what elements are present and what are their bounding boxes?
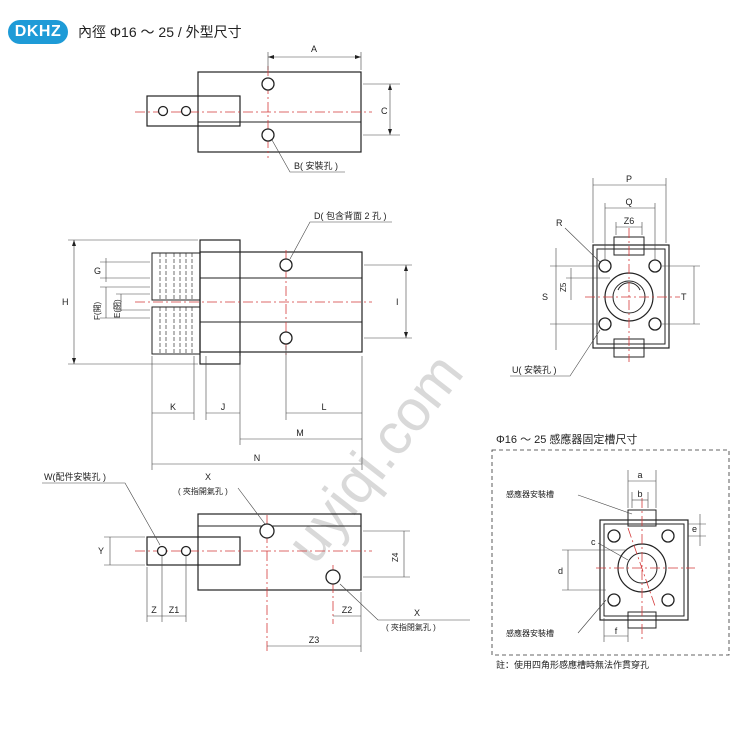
dim-q-label: Q — [625, 197, 632, 207]
callout-d: D( 包含背面 2 孔 ) — [314, 210, 387, 221]
bottom-view: W(配件安裝孔 ) X ( 夾指開氣孔 ) Y Z Z1 Z2 Z3 Z4 X … — [42, 471, 470, 652]
dim-e-label: E(閉) — [113, 299, 122, 318]
callout-x-close: ( 夾指閉氣孔 ) — [386, 622, 436, 632]
dim-a-small: a — [637, 470, 642, 480]
dim-j-label: J — [221, 402, 226, 412]
dim-a-label: A — [311, 44, 317, 54]
callout-w: W(配件安裝孔 ) — [44, 471, 106, 482]
dim-k-label: K — [170, 402, 176, 412]
accessory-hole — [180, 545, 192, 557]
dim-x-close: X — [414, 608, 420, 618]
dim-r-label: R — [556, 218, 563, 228]
body-hole — [279, 258, 293, 272]
dim-m-label: M — [296, 428, 304, 438]
accessory-hole — [156, 545, 168, 557]
dim-f-label: F(開) — [93, 301, 102, 320]
dim-e-small: e — [692, 524, 697, 534]
top-finger — [146, 95, 241, 127]
watermark: uyiqi.com — [274, 341, 476, 574]
label-groove-top: 感應器安裝槽 — [506, 489, 554, 499]
dim-z6-label: Z6 — [624, 216, 635, 226]
open-air-port — [259, 523, 275, 539]
dim-z4-label: Z4 — [391, 552, 400, 562]
side-view: D( 包含背面 2 孔 ) H G F(開) E(閉) I — [62, 210, 412, 470]
upper-jaw — [151, 252, 201, 301]
dim-z3-label: Z3 — [309, 635, 320, 645]
top-view: A C B( 安裝孔 ) — [135, 44, 400, 173]
bottom-body — [197, 513, 362, 591]
callout-u: U( 安裝孔 ) — [512, 364, 557, 375]
callout-x-open: ( 夾指開氣孔 ) — [178, 486, 228, 496]
dim-s-label: S — [542, 292, 548, 302]
dim-p-label: P — [626, 174, 632, 184]
dim-n-label: N — [254, 453, 261, 463]
mount-hole — [261, 77, 275, 91]
dim-t-label: T — [681, 292, 687, 302]
dim-b-small: b — [637, 489, 642, 499]
dim-f-small: f — [615, 626, 618, 636]
label-groove-bottom: 感應器安裝槽 — [506, 628, 554, 638]
close-air-port — [325, 569, 341, 585]
dim-x-open: X — [205, 472, 211, 482]
dim-y-label: Y — [98, 546, 104, 556]
page-title: 內徑 Φ16 ～ 25 / 外型尺寸 — [78, 24, 242, 40]
end-outline — [592, 244, 670, 349]
dim-c-label: C — [381, 106, 388, 116]
dim-d-small: d — [558, 566, 563, 576]
model-badge: DKHZ — [8, 20, 68, 44]
sensor-end-outline — [599, 519, 689, 621]
sensor-groove-panel: Φ16 ～ 25 感應器固定槽尺寸 a b 感應器安裝槽 c d — [491, 432, 730, 670]
dim-z2-label: Z2 — [342, 605, 353, 615]
dim-l-label: L — [321, 402, 326, 412]
callout-b: B( 安裝孔 ) — [294, 160, 338, 171]
sensor-panel-title: Φ16 ～ 25 感應器固定槽尺寸 — [496, 432, 637, 446]
finger-hole — [180, 105, 192, 117]
side-body — [199, 251, 363, 353]
dim-i-label: I — [396, 297, 399, 307]
sensor-panel-frame — [491, 449, 730, 656]
lower-jaw — [151, 306, 201, 355]
dim-z-label: Z — [151, 605, 157, 615]
dim-z5-label: Z5 — [559, 282, 568, 292]
finger-hole — [157, 105, 169, 117]
dim-z1-label: Z1 — [169, 605, 180, 615]
mount-hole — [261, 128, 275, 142]
body-hole — [279, 331, 293, 345]
sensor-note: 註：使用四角形感應槽時無法作貫穿孔 — [496, 659, 649, 670]
dim-h-label: H — [62, 297, 69, 307]
dim-g-label: G — [94, 266, 101, 276]
end-view: P Q Z6 R S Z5 T U( 安裝孔 ) — [510, 174, 700, 377]
dim-c-small: c — [591, 537, 596, 547]
